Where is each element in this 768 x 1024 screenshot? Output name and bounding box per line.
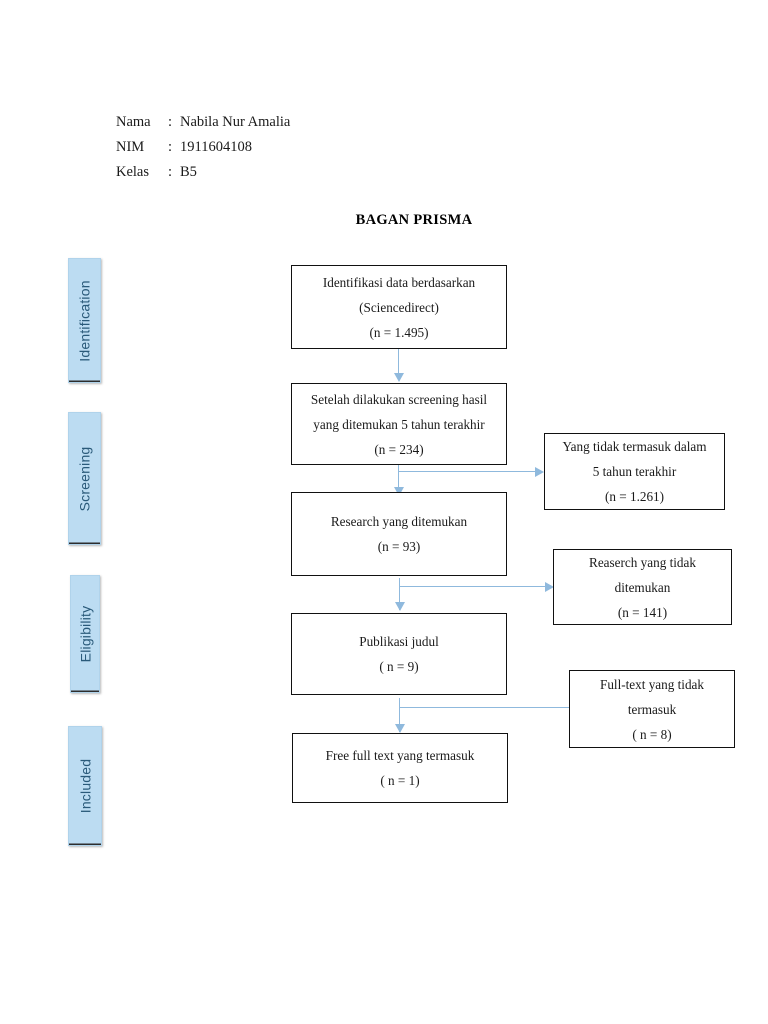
research-found-box-line-2: (n = 93) bbox=[377, 539, 421, 554]
excluded-research-not-found-line-3: (n = 141) bbox=[617, 604, 668, 620]
free-full-text-box-line-2: ( n = 1) bbox=[380, 773, 420, 788]
identification-box-line-3: (n = 1.495) bbox=[369, 324, 429, 340]
identification-box-line-1: Identifikasi data berdasarkan bbox=[322, 274, 476, 290]
excluded-research-not-found-box: Reaserch yang tidak ditemukan (n = 141) bbox=[553, 549, 732, 625]
excluded-full-text-line-2: termasuk bbox=[627, 701, 677, 717]
value-nama: Nabila Nur Amalia bbox=[180, 114, 291, 130]
excluded-research-not-found-line-1: Reaserch yang tidak bbox=[589, 554, 696, 570]
connector-research-to-excluded-research bbox=[399, 586, 548, 588]
connector-publication-to-freefulltext bbox=[399, 698, 401, 732]
screening-box-line-3: (n = 234) bbox=[374, 441, 424, 457]
identification-box-line-2: (Sciencedirect) bbox=[359, 299, 439, 315]
identification-box: Identifikasi data berdasarkan (Sciencedi… bbox=[291, 265, 507, 349]
free-full-text-box: Free full text yang termasuk ( n = 1) bbox=[292, 733, 508, 803]
connector-identification-to-screening bbox=[398, 348, 400, 378]
arrowhead-identification-to-screening bbox=[394, 373, 404, 382]
connector-research-to-publication bbox=[399, 578, 401, 610]
value-kelas: B5 bbox=[180, 164, 197, 180]
arrowhead-screening-to-excluded-years bbox=[535, 467, 544, 477]
publication-title-box: Publikasi judul ( n = 9) bbox=[291, 613, 507, 695]
student-info-row-name: Nama : Nabila Nur Amalia bbox=[116, 110, 290, 135]
arrowhead-research-to-publication bbox=[395, 602, 405, 611]
screening-box-line-2: yang ditemukan 5 tahun terakhir bbox=[313, 416, 485, 432]
connector-screening-to-research bbox=[398, 464, 400, 494]
publication-title-box-line-2: ( n = 9) bbox=[379, 659, 419, 674]
connector-excluded-fulltext-to-flow bbox=[399, 707, 569, 709]
arrowhead-research-to-excluded-research bbox=[545, 582, 554, 592]
student-info-row-kelas: Kelas : B5 bbox=[116, 160, 290, 185]
colon-kelas: : bbox=[168, 164, 173, 180]
stage-label-identification: Identification bbox=[76, 279, 93, 362]
stage-bar-identification: Identification bbox=[68, 258, 101, 383]
free-full-text-box-line-1: Free full text yang termasuk bbox=[325, 748, 475, 763]
arrowhead-publication-to-freefulltext bbox=[395, 724, 405, 733]
label-nama: Nama bbox=[116, 114, 151, 130]
colon-nama: : bbox=[168, 114, 173, 130]
connector-screening-to-excluded-years bbox=[398, 471, 538, 473]
stage-label-eligibility: Eligibility bbox=[77, 605, 94, 663]
value-nim: 1911604108 bbox=[180, 139, 252, 155]
student-info-block: Nama : Nabila Nur Amalia NIM : 191160410… bbox=[116, 110, 290, 185]
publication-title-box-line-1: Publikasi judul bbox=[359, 634, 439, 649]
excluded-full-text-box: Full-text yang tidak termasuk ( n = 8) bbox=[569, 670, 735, 748]
excluded-full-text-line-3: ( n = 8) bbox=[632, 726, 672, 742]
excluded-not-last-5-years-line-1: Yang tidak termasuk dalam bbox=[562, 439, 707, 454]
stage-label-included: Included bbox=[77, 758, 93, 814]
research-found-box-line-1: Research yang ditemukan bbox=[330, 514, 468, 529]
page-title: BAGAN PRISMA bbox=[355, 212, 473, 228]
screening-box: Setelah dilakukan screening hasil yang d… bbox=[291, 383, 507, 465]
stage-label-screening: Screening bbox=[76, 446, 93, 511]
student-info-row-nim: NIM : 1911604108 bbox=[116, 135, 290, 160]
colon-nim: : bbox=[168, 139, 173, 155]
label-nim: NIM bbox=[116, 139, 145, 155]
excluded-not-last-5-years-line-2: 5 tahun terakhir bbox=[592, 464, 677, 479]
excluded-not-last-5-years-line-3: (n = 1.261) bbox=[604, 489, 665, 504]
screening-box-line-1: Setelah dilakukan screening hasil bbox=[310, 391, 488, 407]
stage-bar-screening: Screening bbox=[68, 412, 101, 545]
stage-bar-eligibility: Eligibility bbox=[70, 575, 100, 693]
label-kelas: Kelas bbox=[116, 164, 150, 180]
excluded-not-last-5-years-box: Yang tidak termasuk dalam 5 tahun terakh… bbox=[544, 433, 725, 510]
excluded-research-not-found-line-2: ditemukan bbox=[614, 579, 671, 595]
excluded-full-text-line-1: Full-text yang tidak bbox=[599, 676, 705, 692]
research-found-box: Research yang ditemukan (n = 93) bbox=[291, 492, 507, 576]
stage-bar-included: Included bbox=[68, 726, 102, 846]
arrowhead-screening-to-research bbox=[394, 487, 404, 496]
